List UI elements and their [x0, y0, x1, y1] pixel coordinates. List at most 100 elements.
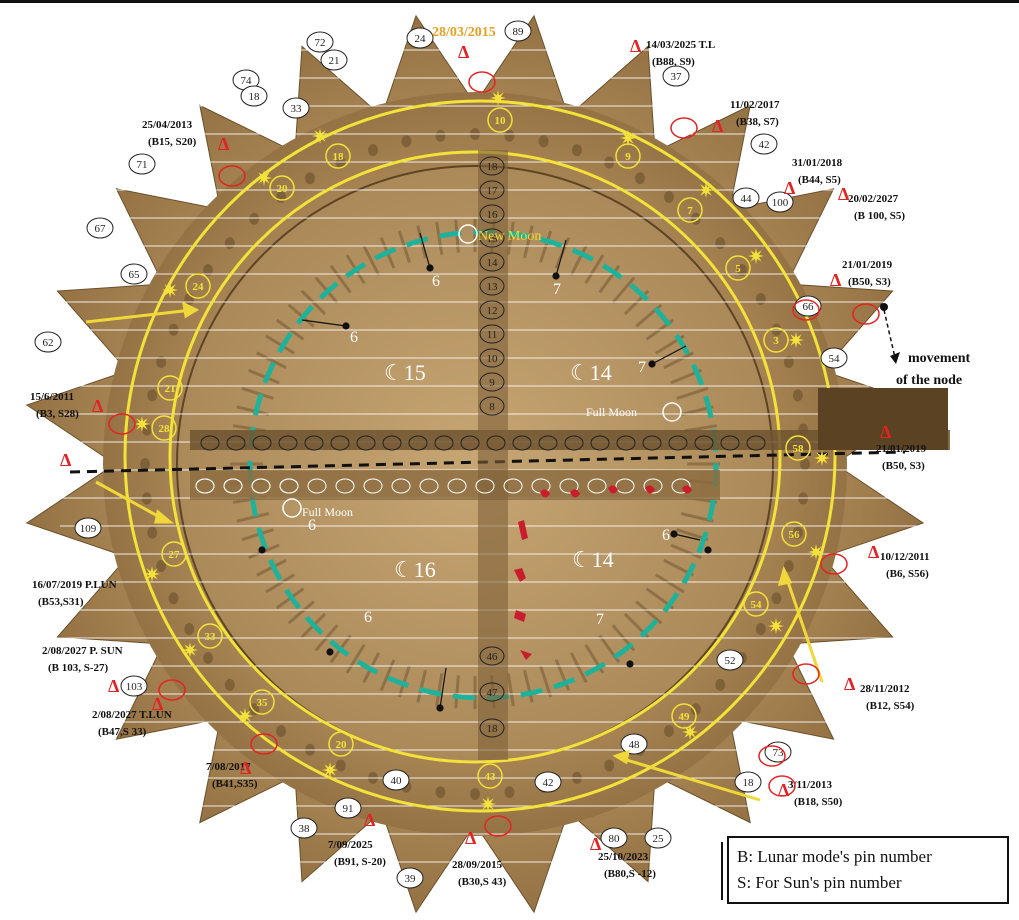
- ridge: [345, 643, 366, 674]
- svg-text:39: 39: [405, 873, 417, 885]
- svg-text:21: 21: [329, 55, 340, 67]
- red-pin-ring: [792, 299, 820, 321]
- ridge: [435, 221, 444, 255]
- event-date: 7/08/2017: [206, 761, 251, 773]
- svg-text:49: 49: [679, 711, 691, 723]
- band-pit: [251, 478, 271, 494]
- eclipse-event: 21/01/2019(B50, S3): [842, 259, 893, 288]
- outer-pin-number: 109: [74, 517, 102, 539]
- ridge: [232, 424, 266, 433]
- event-code: (B 103, S-27): [48, 662, 109, 674]
- band-pit: [746, 435, 766, 451]
- band-pit: [304, 435, 324, 451]
- svg-text:58: 58: [793, 443, 805, 455]
- pit: [305, 172, 315, 185]
- delta-marker-icon: Δ: [152, 694, 163, 714]
- event-code: (B15, S20): [148, 136, 197, 148]
- pit: [435, 786, 446, 799]
- pit: [755, 623, 766, 635]
- svg-text:Δ: Δ: [784, 178, 795, 198]
- outer-pin-number: 62: [34, 331, 62, 353]
- eclipse-event: 3/11/2013(B18, S50): [788, 779, 843, 808]
- event-code: (B80,S -12): [604, 868, 656, 880]
- lunar-count-label: 6: [364, 609, 372, 626]
- sun-star-icon: [312, 128, 328, 144]
- sun-star-icon: [768, 618, 784, 634]
- pit: [663, 724, 674, 737]
- inner-disc: [176, 165, 774, 763]
- pit: [401, 135, 412, 148]
- sun-pin-number: 20: [328, 731, 354, 757]
- svg-text:Δ: Δ: [590, 834, 601, 854]
- node-bar: [818, 388, 948, 450]
- band-pit: [616, 435, 636, 451]
- event-code: (B88, S9): [652, 56, 695, 68]
- sun-pin-number: 7: [677, 197, 703, 223]
- central-band-upper: [190, 430, 950, 450]
- ridge: [248, 368, 280, 385]
- sun-pin-number: 49: [671, 703, 697, 729]
- event-code: (B50, S3): [848, 276, 891, 288]
- svg-text:52: 52: [725, 655, 736, 667]
- column-number: 14: [479, 252, 505, 272]
- lunar-count-label: 7: [638, 359, 646, 376]
- svg-text:89: 89: [513, 26, 525, 38]
- event-code: (B6, S56): [886, 568, 929, 580]
- legend-s: S: For Sun's pin number: [737, 873, 902, 892]
- event-date: 21/01/2019: [876, 443, 927, 455]
- pit: [792, 389, 803, 402]
- pit: [771, 592, 782, 605]
- top-border: [0, 0, 1019, 3]
- band-pit: [671, 478, 691, 494]
- pit: [335, 156, 346, 169]
- eclipse-event: 28/09/2015(B30,S 43): [452, 859, 507, 888]
- sun-pin-number: 27: [161, 541, 187, 567]
- pit: [504, 129, 515, 142]
- column-number: 18: [479, 718, 505, 738]
- svg-text:5: 5: [735, 263, 741, 275]
- svg-text:Δ: Δ: [778, 780, 789, 800]
- svg-text:9: 9: [625, 151, 631, 163]
- event-date: 7/09/2025: [328, 839, 373, 851]
- ridge: [236, 405, 270, 416]
- column-number: 12: [479, 300, 505, 320]
- ridge: [584, 254, 605, 285]
- ridge: [416, 669, 427, 703]
- red-pin-ring: [158, 679, 186, 701]
- yellow-annotation-arrows: [85, 301, 824, 802]
- ridge: [523, 225, 534, 259]
- event-date: 2/08/2027 P. SUN: [42, 645, 123, 657]
- sun-star-icon: [322, 762, 338, 778]
- band-pit: [486, 435, 506, 451]
- eclipse-event: 20/02/2027(B 100, S5): [848, 193, 905, 222]
- svg-text:Δ: Δ: [838, 184, 849, 204]
- event-code: (B47,S 33): [98, 726, 147, 738]
- svg-text:Δ: Δ: [880, 422, 891, 442]
- sun-pin-number: 56: [781, 521, 807, 547]
- svg-text:73: 73: [773, 747, 785, 759]
- column-number: 47: [479, 682, 505, 702]
- band-pit: [434, 435, 454, 451]
- outer-pin-number: 65: [120, 263, 148, 285]
- ridge: [362, 245, 381, 276]
- red-pin-ring: [820, 553, 848, 575]
- ridge: [635, 600, 663, 625]
- sun-star-icons: [134, 90, 830, 812]
- band-pit: [419, 478, 439, 494]
- svg-text:65: 65: [129, 269, 141, 281]
- svg-text:18: 18: [487, 723, 499, 735]
- svg-text:Δ: Δ: [152, 694, 163, 714]
- delta-marker-icon: Δ: [844, 674, 855, 694]
- event-code: (B 100, S5): [854, 210, 905, 222]
- red-pin-ring: [468, 71, 496, 93]
- delta-marker-icon: Δ: [712, 116, 723, 136]
- delta-marker-icon: Δ: [880, 422, 891, 442]
- svg-text:54: 54: [751, 599, 763, 611]
- svg-text:33: 33: [291, 103, 303, 115]
- svg-text:15: 15: [487, 233, 499, 245]
- eclipse-event: 16/07/2019 P.LUN(B53,S31): [32, 579, 117, 608]
- sun-pin-number: 33: [197, 623, 223, 649]
- band-pit: [615, 478, 635, 494]
- event-code: (B38, S7): [736, 116, 779, 128]
